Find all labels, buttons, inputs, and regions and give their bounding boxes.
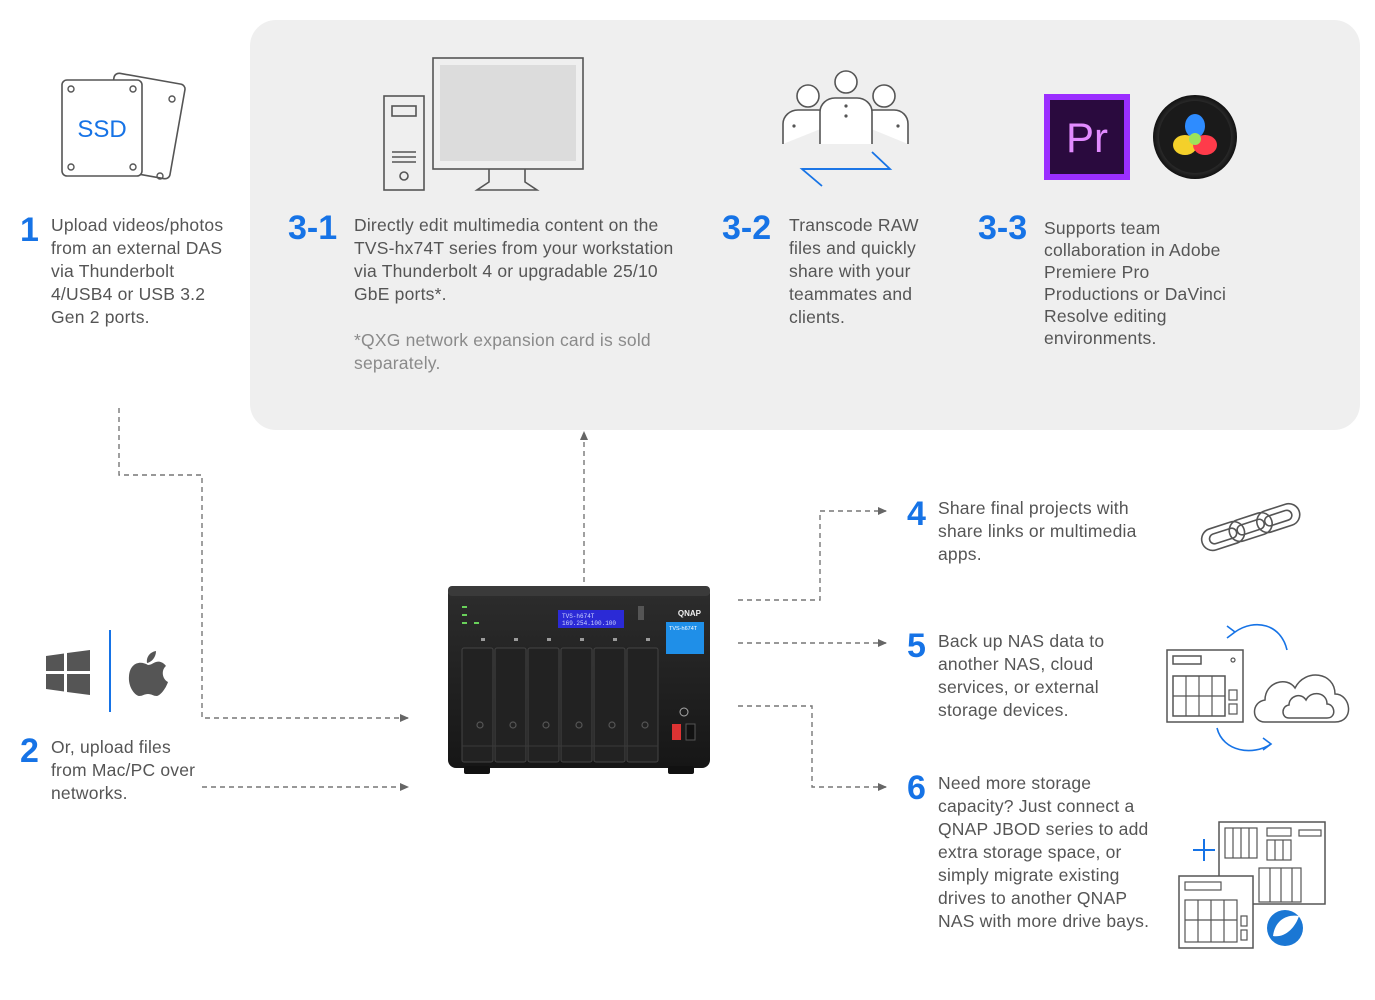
workstation-icon [383, 57, 584, 191]
step-3-1-text: Directly edit multimedia content on the … [354, 215, 674, 304]
step-6-text: Need more storage capacity? Just connect… [938, 773, 1150, 931]
step-1-text: Upload videos/photos from an external DA… [51, 215, 224, 327]
step-3-2-text: Transcode RAW files and quickly share wi… [789, 215, 919, 327]
step-3-1-note: *QXG network expansion card is sold sepa… [354, 330, 651, 373]
windows-logo-icon [46, 650, 90, 695]
ssd-label: SSD [77, 116, 126, 143]
nas-brand: QNAP [678, 609, 702, 618]
adobe-premiere-logo-icon: Pr [1044, 94, 1130, 180]
premiere-label: Pr [1066, 114, 1108, 161]
step-3-1-number: 3-1 [288, 209, 338, 247]
apple-logo-icon [128, 651, 168, 696]
step-3-2-number: 3-2 [722, 209, 772, 247]
ssd-icon: SSD [61, 72, 186, 180]
step-3-3-text: Supports team collaboration in Adobe Pre… [1044, 218, 1227, 348]
nas-lcd [558, 610, 624, 628]
team-icon [782, 70, 909, 187]
jbod-expansion-icon [1178, 821, 1326, 949]
step-4-number: 4 [907, 495, 926, 533]
step-4-text: Share final projects with share links or… [938, 498, 1137, 564]
nas-model-sticker [666, 622, 704, 654]
step-3-3-number: 3-3 [978, 209, 1028, 247]
nas-device: TVS-h674T 169.254.100.100 QNAP TVS-h674T [448, 586, 710, 774]
svg-text:169.254.100.100: 169.254.100.100 [562, 620, 616, 627]
svg-text:TVS-h674T: TVS-h674T [562, 613, 595, 620]
step-5-text: Back up NAS data to another NAS, cloud s… [938, 631, 1105, 720]
nas-usb-port [672, 724, 681, 740]
os-logos [46, 630, 168, 712]
davinci-resolve-logo-icon [1153, 95, 1237, 179]
arrow-nas-to-jbod [738, 705, 887, 791]
nas-cloud-backup-icon [1166, 623, 1350, 752]
arrow-das-to-nas [118, 408, 409, 722]
link-chain-icon [1200, 502, 1301, 552]
step-2-number: 2 [20, 732, 39, 770]
svg-text:TVS-h674T: TVS-h674T [669, 626, 698, 632]
step-6-number: 6 [907, 769, 926, 807]
step-1-number: 1 [20, 211, 39, 249]
step-5-number: 5 [907, 627, 926, 665]
arrow-nas-to-share [738, 507, 887, 601]
step-2-text: Or, upload files from Mac/PC over networ… [51, 737, 196, 803]
